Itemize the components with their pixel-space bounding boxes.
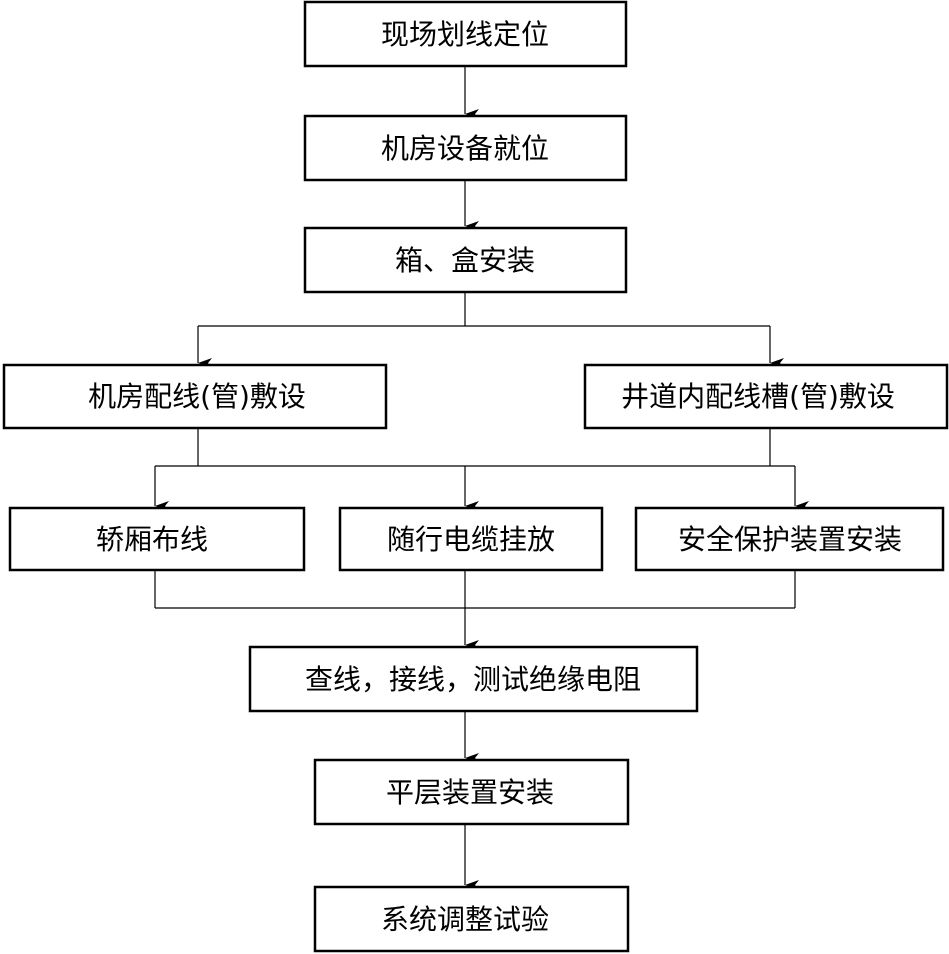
step-3: 箱、盒安装 [303,226,628,294]
step-8-label: 系统调整试验 [381,903,549,936]
step-5a-label: 轿厢布线 [96,523,208,556]
step-7: 平层装置安装 [313,758,630,826]
step-7-box [313,758,630,826]
step-2-box [303,114,628,182]
step-8: 系统调整试验 [313,885,630,953]
step-6: 查线，接线，测试绝缘电阻 [248,645,699,713]
step-3-label: 箱、盒安装 [395,244,535,277]
step-1-label: 现场划线定位 [381,18,549,51]
step-1-box [303,0,628,68]
step-5b-label: 随行电缆挂放 [387,523,555,556]
step-6-box [248,645,699,713]
step-5c-label: 安全保护装置安装 [678,523,902,556]
connectors [154,66,809,890]
step-8-box [313,885,630,953]
step-4b: 井道内配线槽(管)敷设 [583,363,949,430]
step-4a: 机房配线(管)敷设 [2,363,388,430]
step-7-label: 平层装置安装 [386,776,554,809]
step-4b-label: 井道内配线槽(管)敷设 [621,380,895,413]
step-5b-box [338,506,604,572]
step-4a-label: 机房配线(管)敷设 [88,380,306,413]
step-5a-box [8,506,306,572]
step-1: 现场划线定位 [303,0,628,68]
step-4a-box [2,363,388,430]
step-3-box [303,226,628,294]
step-4b-box [583,363,949,430]
step-6-label: 查线，接线，测试绝缘电阻 [305,663,641,696]
step-5b: 随行电缆挂放 [338,506,604,572]
step-5c: 安全保护装置安装 [634,506,945,572]
step-5c-box [634,506,945,572]
step-5a: 轿厢布线 [8,506,306,572]
step-2: 机房设备就位 [303,114,628,182]
step-2-label: 机房设备就位 [381,132,549,165]
